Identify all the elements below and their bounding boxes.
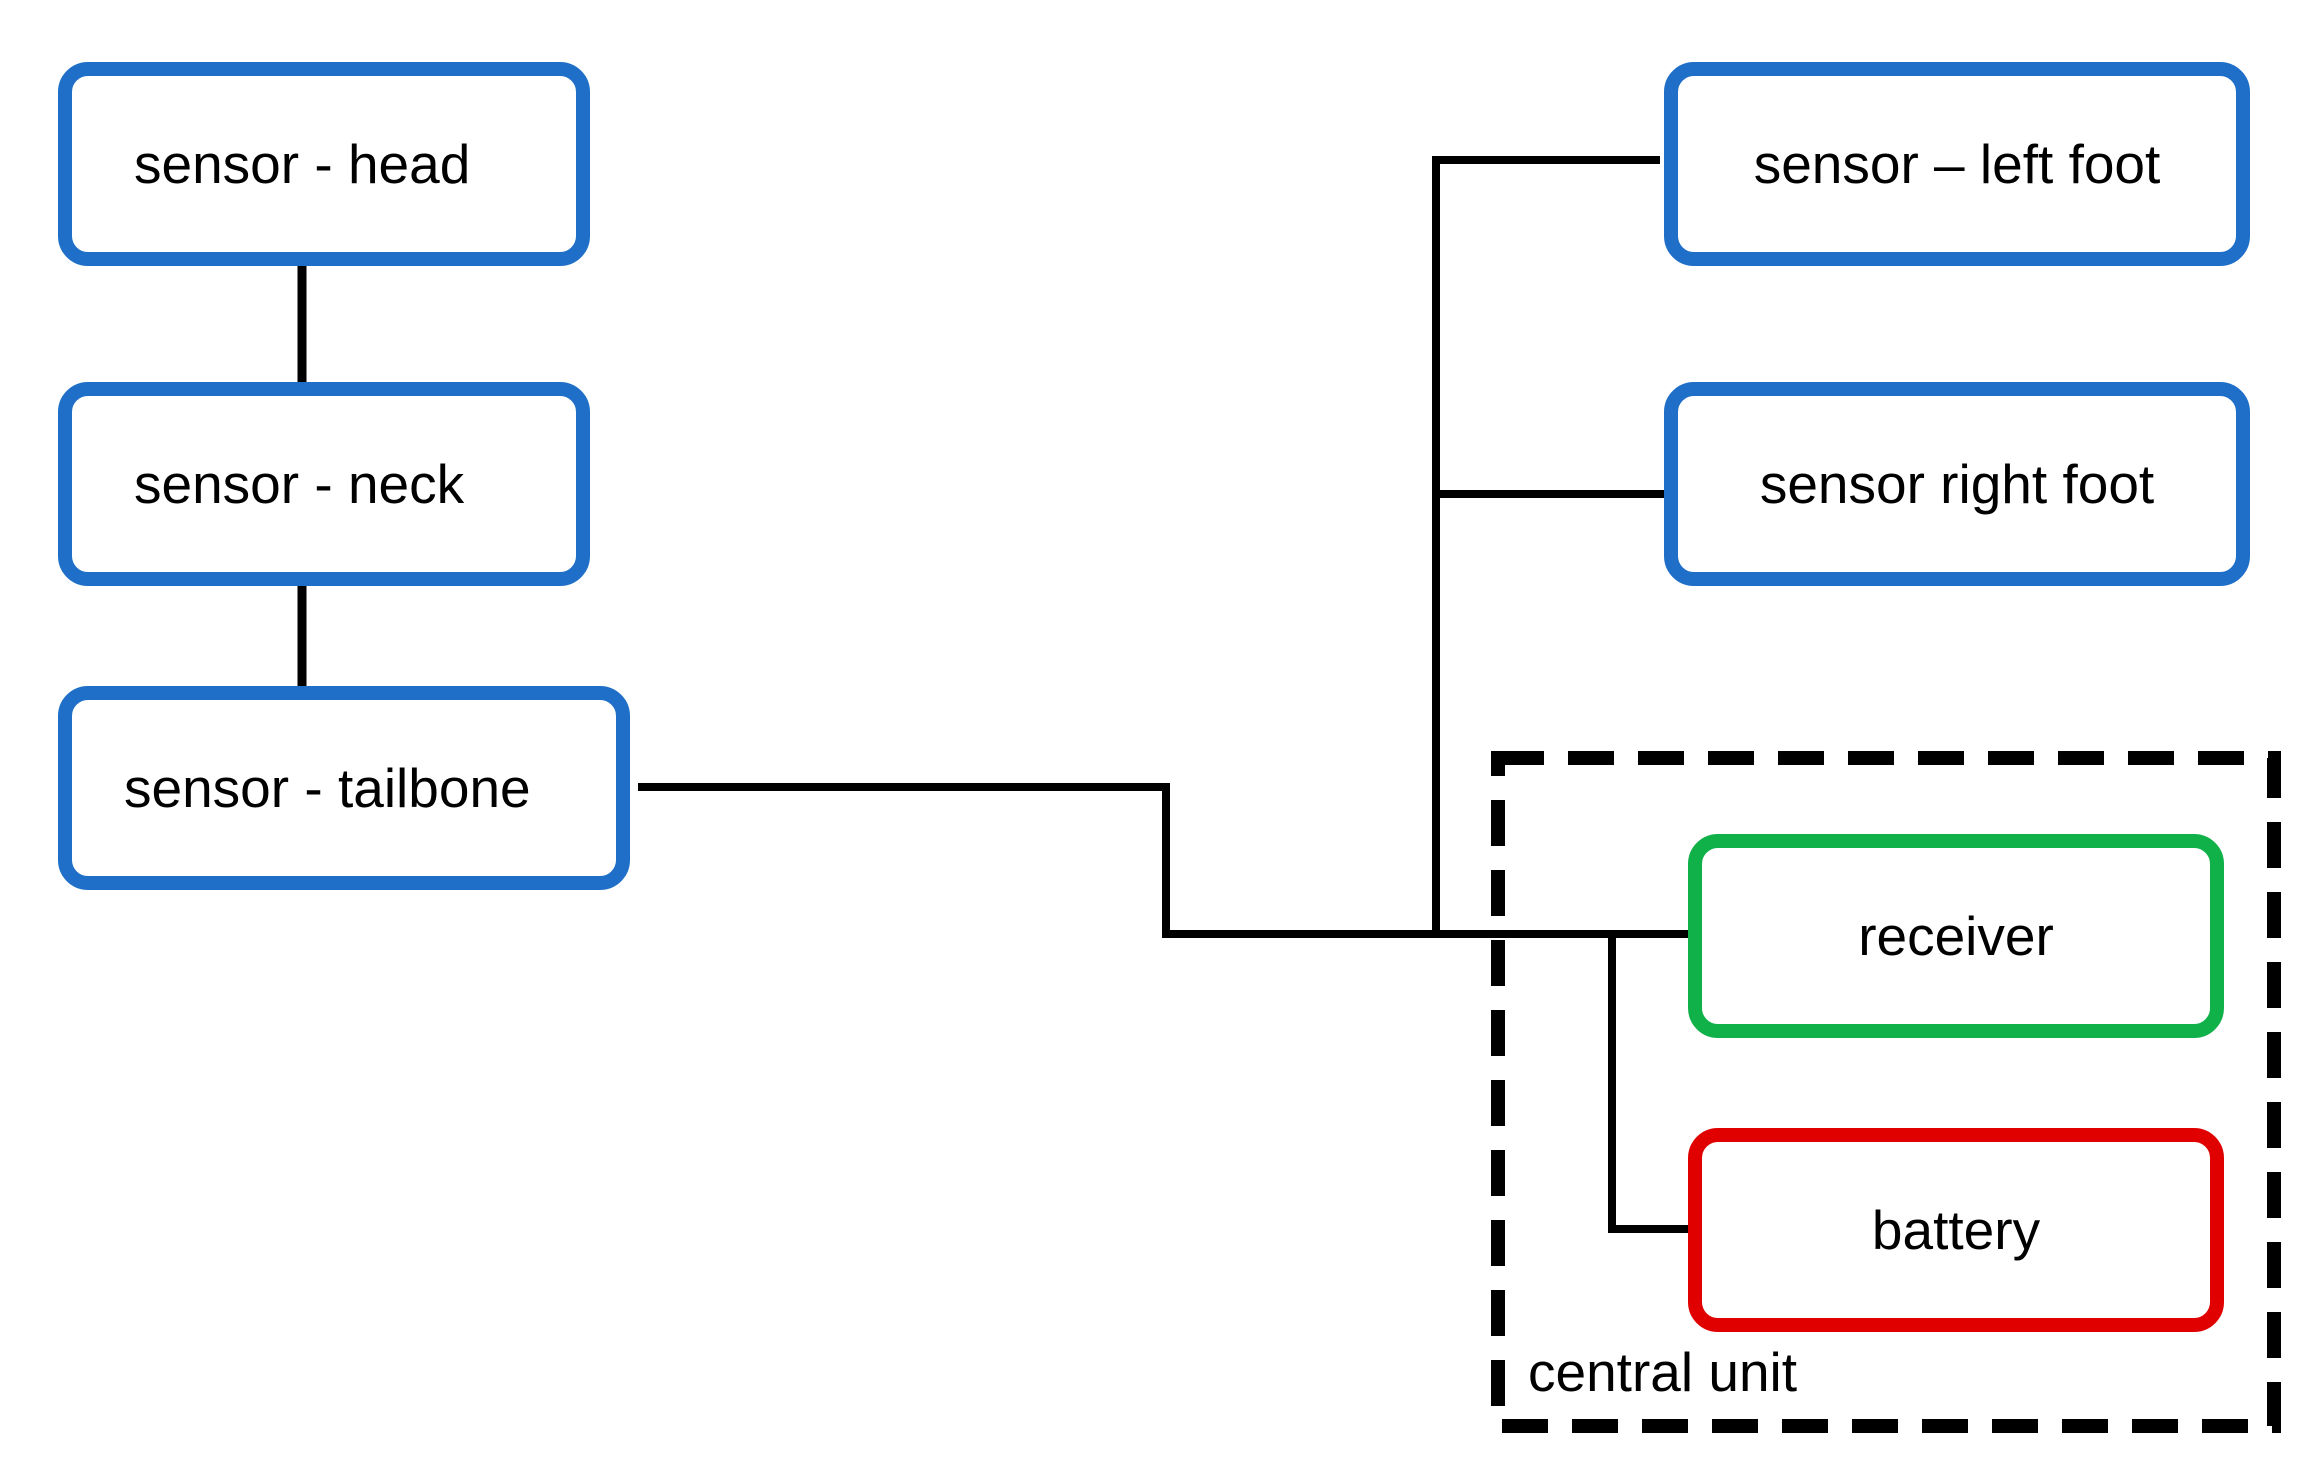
sensor-right-foot-node: sensor right foot	[1664, 382, 2250, 586]
sensor-left-foot-label: sensor – left foot	[1753, 133, 2161, 195]
receiver-label: receiver	[1858, 905, 2054, 967]
central-unit-label: central unit	[1528, 1341, 1798, 1403]
central-unit-boundary	[1491, 751, 2281, 1433]
sensor-neck-label: sensor - neck	[134, 453, 465, 515]
battery-node: battery	[1688, 1128, 2224, 1332]
sensor-right-foot-label: sensor right foot	[1759, 453, 2155, 515]
sensor-head-label: sensor - head	[134, 133, 471, 195]
connector-battery	[1608, 934, 1694, 1233]
sensor-neck-node: sensor - neck	[58, 382, 590, 586]
receiver-node: receiver	[1688, 834, 2224, 1038]
battery-label: battery	[1871, 1199, 2041, 1261]
connector-tailbone-bus	[638, 783, 1692, 938]
sensor-head-node: sensor - head	[58, 62, 590, 266]
sensor-left-foot-node: sensor – left foot	[1664, 62, 2250, 266]
sensor-tailbone-node: sensor - tailbone	[58, 686, 630, 890]
sensor-tailbone-label: sensor - tailbone	[124, 757, 531, 819]
